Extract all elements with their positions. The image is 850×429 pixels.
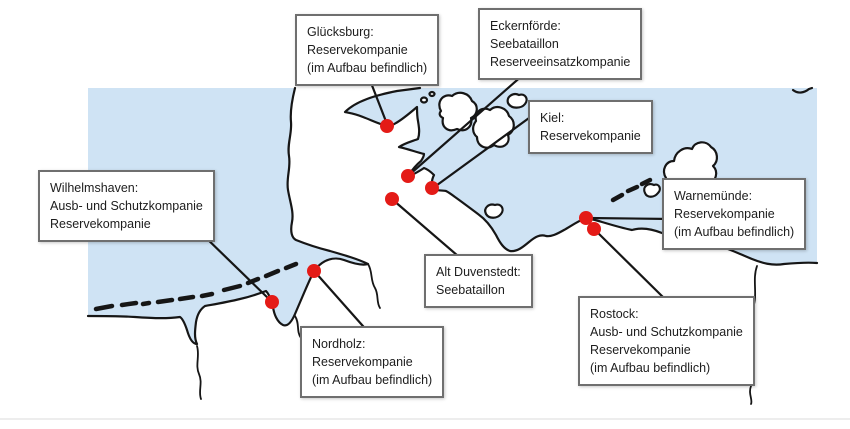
frisian-islands [93, 261, 299, 312]
callout-line: Ausb- und Schutzkompanie [50, 199, 203, 213]
coast-tick-top-right [791, 86, 814, 94]
callout-line: Reservekompanie [590, 343, 691, 357]
north-sea-coastline [86, 86, 370, 346]
callout-title: Nordholz: [312, 337, 366, 351]
island-small-north [506, 93, 528, 109]
callout-line: Reservekompanie [312, 355, 413, 369]
callout-gluecksburg: Glücksburg: Reservekompanie (im Aufbau b… [295, 14, 440, 86]
island-als [438, 91, 478, 132]
callout-line: Reservekompanie [50, 217, 151, 231]
ems-river [196, 345, 202, 400]
marker-wilhelmshaven [265, 295, 279, 309]
callout-wilhelmshaven: Wilhelmshaven: Ausb- und Schutzkompanie … [38, 170, 215, 242]
bottom-divider [0, 418, 850, 420]
callout-line: (im Aufbau befindlich) [590, 361, 711, 375]
callout-warnemuende: Warnemünde: Reservekompanie (im Aufbau b… [662, 178, 807, 250]
island-ruegen-small [643, 183, 661, 198]
callout-line: (im Aufbau befindlich) [307, 61, 428, 75]
islet-baltic-2 [428, 90, 436, 98]
callout-title: Kiel: [540, 111, 565, 125]
elbe-river [367, 263, 381, 309]
islet-baltic-1 [419, 96, 429, 104]
callout-title: Alt Duvenstedt: [436, 265, 521, 279]
leader-rostock [593, 228, 670, 304]
marker-warnemuende [579, 211, 593, 225]
hiddensee-islands [610, 177, 653, 203]
callout-nordholz: Nordholz: Reservekompanie (im Aufbau bef… [300, 326, 445, 398]
marker-kiel [425, 181, 439, 195]
callout-line: Reservekompanie [674, 207, 775, 221]
marker-gluecksburg [380, 119, 394, 133]
leader-nordholz [313, 270, 372, 336]
callout-line: (im Aufbau befindlich) [312, 373, 433, 387]
leader-warnemuende [586, 216, 674, 221]
callout-line: Seebataillon [436, 283, 505, 297]
callout-title: Glücksburg: [307, 25, 374, 39]
island-fehmarn [484, 203, 504, 219]
marker-nordholz [307, 264, 321, 278]
callout-title: Warnemünde: [674, 189, 753, 203]
callout-line: Ausb- und Schutzkompanie [590, 325, 743, 339]
callout-line: Reserveeinsatzkompanie [490, 55, 631, 69]
callout-rostock: Rostock: Ausb- und Schutzkompanie Reserv… [578, 296, 755, 386]
marker-alt-duvenstedt [385, 192, 399, 206]
leader-wilhelmshaven [198, 230, 273, 303]
callout-title: Wilhelmshaven: [50, 181, 139, 195]
leader-kiel [431, 108, 542, 190]
callout-line: (im Aufbau befindlich) [674, 225, 795, 239]
leader-alt-duvenstedt [391, 198, 467, 264]
callout-title: Rostock: [590, 307, 639, 321]
marker-eckernfoerde [401, 169, 415, 183]
callout-line: Reservekompanie [307, 43, 408, 57]
callout-line: Reservekompanie [540, 129, 641, 143]
callout-eckernfoerde: Eckernförde: Seebataillon Reserveeinsatz… [478, 8, 643, 80]
callout-alt-duvenstedt: Alt Duvenstedt: Seebataillon [424, 254, 533, 308]
callout-line: Seebataillon [490, 37, 559, 51]
callout-title: Eckernförde: [490, 19, 561, 33]
callout-kiel: Kiel: Reservekompanie [528, 100, 653, 154]
marker-rostock [587, 222, 601, 236]
